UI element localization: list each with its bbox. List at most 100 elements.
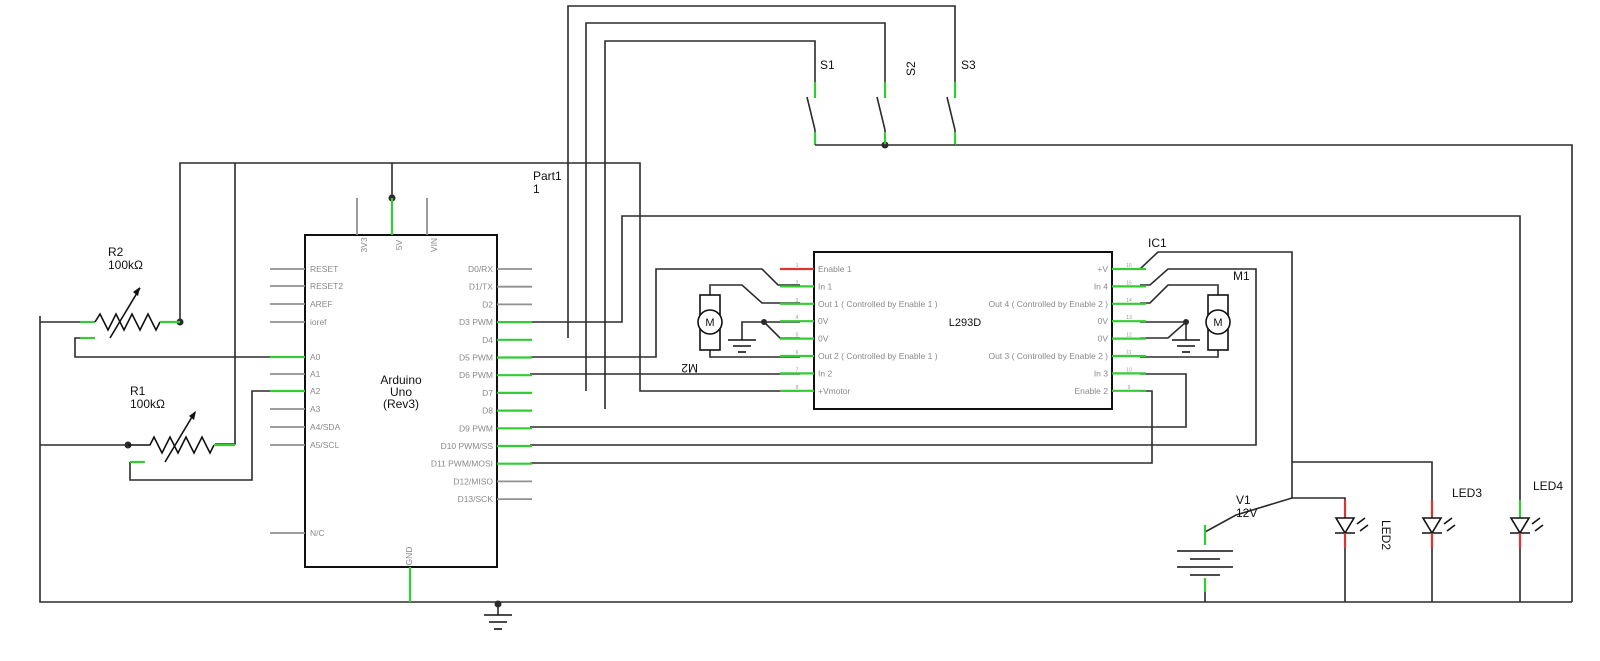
arduino-left-pin-label: RESET <box>310 264 338 274</box>
driver-label: L293D <box>949 317 981 329</box>
motor-m2: M M2 <box>681 294 723 375</box>
motor-m2-symbol: M <box>705 317 714 329</box>
ground-symbol-m1 <box>1172 339 1200 353</box>
arduino-top-pin-label: VIN <box>429 238 439 252</box>
driver-right-pin-label: In 4 <box>1094 281 1108 291</box>
driver-left-pin-number: 1 <box>796 263 799 269</box>
driver-left-pin-number: 3 <box>796 298 799 304</box>
driver-right-pin-number: 14 <box>1126 298 1132 304</box>
arduino-label-line2: Uno <box>390 385 412 399</box>
driver-left-pin-number: 6 <box>796 350 799 356</box>
driver-right-pin-label: 0V <box>1098 316 1109 326</box>
arduino-left-pin-label: A4/SDA <box>310 422 341 432</box>
driver-name: IC1 <box>1148 236 1167 250</box>
arduino-gnd-pin-label: GND <box>404 547 414 566</box>
driver-right-pin-number: 15 <box>1126 280 1132 286</box>
part1-label: Part1 <box>533 169 562 183</box>
driver-left-pin-label: Out 1 ( Controlled by Enable 1 ) <box>818 299 938 309</box>
led-2: LED2 <box>1334 500 1393 550</box>
arduino-left-pin-label: A0 <box>310 352 321 362</box>
ground-symbol-arduino <box>484 614 512 630</box>
arduino-right-pin-label: D12/MISO <box>453 476 493 486</box>
switch-s2-label: S2 <box>904 61 918 76</box>
arduino-right-pin-label: D10 PWM/SS <box>441 441 494 451</box>
driver-left-pin-number: 2 <box>796 280 799 286</box>
arduino-left-pin-label: N/C <box>310 528 325 538</box>
driver-right-pin-label: In 3 <box>1094 368 1108 378</box>
driver-right-pin-number: 16 <box>1126 263 1132 269</box>
driver-right-pin-label: 0V <box>1098 334 1109 344</box>
driver-left-pin-label: In 1 <box>818 281 832 291</box>
arduino-top-pin-label: 3V3 <box>359 237 369 252</box>
led2-label: LED2 <box>1379 520 1393 550</box>
arduino-label-line3: (Rev3) <box>383 397 419 411</box>
arduino-right-pin-label: D5 PWM <box>459 353 493 363</box>
arduino-right-pin-label: D4 <box>482 335 493 345</box>
driver-left-pin-label: +Vmotor <box>818 386 851 396</box>
switch-s1: S1 <box>806 58 835 145</box>
arduino-right-pin-label: D7 <box>482 388 493 398</box>
arduino-right-pin-label: D13/SCK <box>458 494 494 504</box>
arduino-top-pin-label: 5V <box>394 239 404 250</box>
arduino-right-pin-label: D3 PWM <box>459 317 493 327</box>
arduino-left-pin-label: RESET2 <box>310 281 343 291</box>
arduino-right-pin-label: D11 PWM/MOSI <box>431 459 493 469</box>
arduino-pins: RESETRESET2AREFiorefA0A1A2A3A4/SDAA5/SCL… <box>270 198 532 602</box>
arduino-right-pin-label: D6 PWM <box>459 370 493 380</box>
resistor-r2-name: R2 <box>108 245 124 259</box>
arduino-right-pin-label: D1/TX <box>469 282 493 292</box>
wires <box>39 5 1573 615</box>
resistor-r1-value: 100kΩ <box>130 397 165 411</box>
battery-value: 12V <box>1236 506 1257 520</box>
motor-m1-symbol: M <box>1213 317 1222 329</box>
driver-right-pin-label: +V <box>1097 264 1108 274</box>
led3-label: LED3 <box>1452 486 1482 500</box>
driver-left-pin-label: 0V <box>818 334 829 344</box>
arduino-left-pin-label: A1 <box>310 369 321 379</box>
driver-left-pin-number: 5 <box>796 333 799 339</box>
arduino-left-pin-label: A2 <box>310 386 321 396</box>
driver-right-pin-number: 9 <box>1128 385 1131 391</box>
driver-right-pin-number: 13 <box>1126 315 1132 321</box>
arduino-right-pin-label: D9 PWM <box>459 423 493 433</box>
potentiometer-r2: R2 100kΩ <box>80 245 180 340</box>
motor-m1-label: M1 <box>1233 269 1250 283</box>
battery-name: V1 <box>1236 493 1251 507</box>
potentiometer-r1: R1 100kΩ <box>128 384 235 464</box>
arduino-left-pin-label: A3 <box>310 404 321 414</box>
led-4: LED4 <box>1509 479 1563 548</box>
motor-m1: M M1 <box>1205 269 1250 351</box>
driver-left-pin-number: 8 <box>796 385 799 391</box>
driver-right-pin-label: Enable 2 <box>1074 386 1108 396</box>
arduino-right-pin-label: D0/RX <box>468 264 493 274</box>
driver-left-pin-label: 0V <box>818 316 829 326</box>
driver-left-pin-number: 7 <box>796 367 799 373</box>
part1-number: 1 <box>533 182 540 196</box>
driver-right-pin-label: Out 4 ( Controlled by Enable 2 ) <box>988 299 1108 309</box>
led-3: LED3 <box>1421 486 1482 548</box>
driver-left-pin-label: In 2 <box>818 368 832 378</box>
switch-s2: S2 <box>876 61 918 145</box>
driver-right-pin-number: 11 <box>1126 350 1131 356</box>
arduino-left-pin-label: ioref <box>310 317 327 327</box>
battery-v1: V1 12V <box>1177 493 1257 592</box>
driver-left-pin-label: Out 2 ( Controlled by Enable 1 ) <box>818 351 938 361</box>
driver-left-pin-number: 4 <box>796 315 799 321</box>
driver-right-pin-number: 12 <box>1126 333 1132 339</box>
driver-left-pin-label: Enable 1 <box>818 264 852 274</box>
switch-s1-label: S1 <box>820 58 835 72</box>
arduino-label-line1: Arduino <box>380 373 422 387</box>
arduino-left-pin-label: A5/SCL <box>310 440 340 450</box>
driver-right-pin-label: Out 3 ( Controlled by Enable 2 ) <box>988 351 1108 361</box>
led4-label: LED4 <box>1533 479 1563 493</box>
arduino-right-pin-label: D2 <box>482 299 493 309</box>
switch-s3: S3 <box>946 58 976 145</box>
arduino-right-pin-label: D8 <box>482 406 493 416</box>
resistor-r1-name: R1 <box>130 384 146 398</box>
motor-m2-label: M2 <box>681 361 698 375</box>
driver-right-pin-number: 10 <box>1126 367 1132 373</box>
ground-symbol-m2 <box>728 339 756 353</box>
